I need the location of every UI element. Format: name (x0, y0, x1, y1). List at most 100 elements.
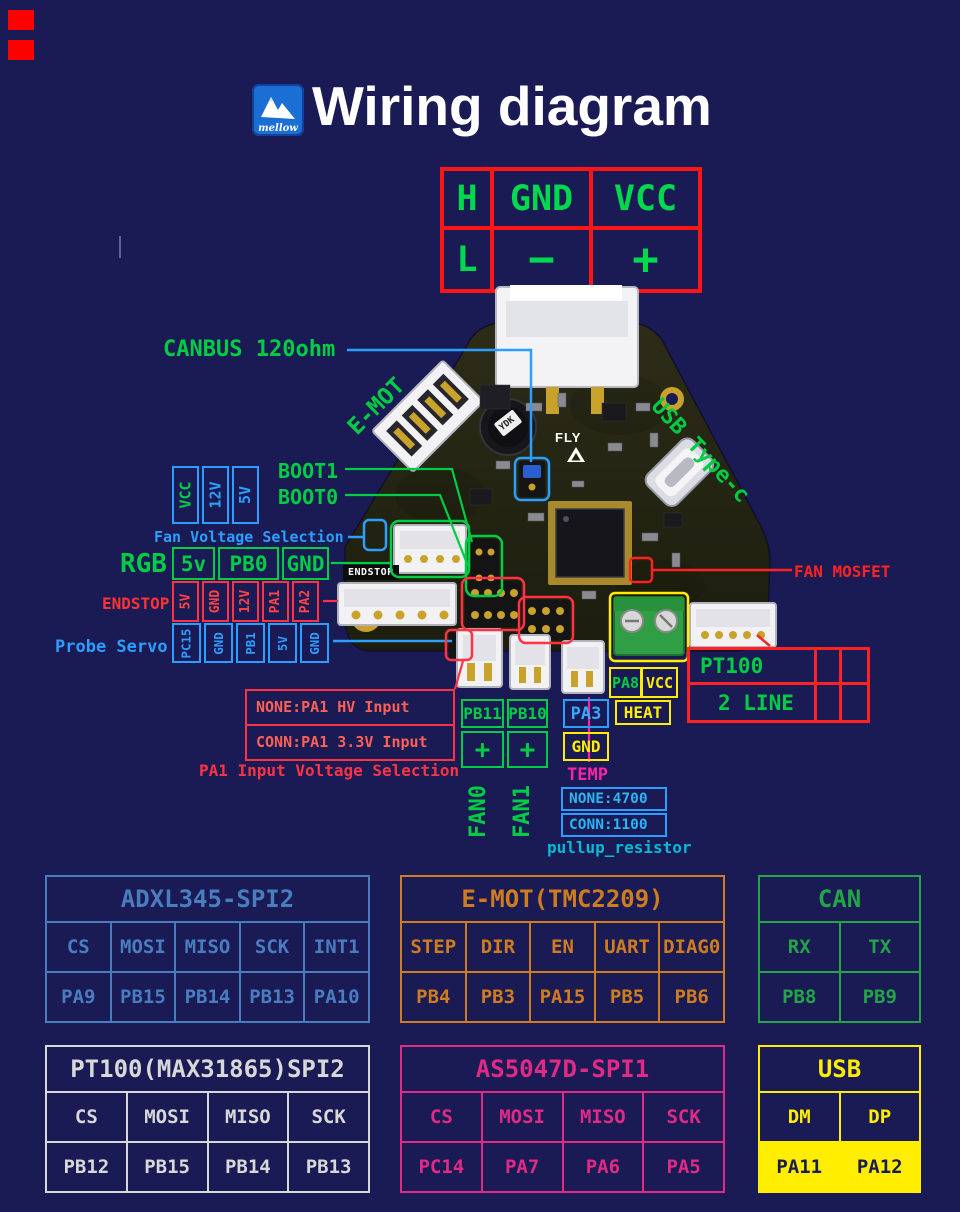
pullup-caption: pullup_resistor (547, 838, 692, 857)
pt100-table: PT100 2 LINE (687, 647, 870, 723)
legend-cell: + (632, 234, 659, 285)
fan-voltage-option: 12V (202, 466, 229, 524)
fan1-plus: + (507, 731, 548, 768)
boot1-label: BOOT1 (278, 459, 339, 483)
board-silk-endstop: ENDSTOP (343, 565, 399, 580)
temp-label: TEMP (567, 765, 608, 785)
table-title: ADXL345-SPI2 (45, 875, 370, 923)
table-value-cell: PA6 (563, 1143, 645, 1193)
logo-text: mellow (258, 123, 298, 134)
mcu-chip (548, 501, 632, 585)
table-value-cell: PA12 (840, 1143, 921, 1193)
table-header-cell: STEP (402, 923, 467, 973)
legend-cell: VCC (593, 171, 698, 230)
endstop-pin: 5V (172, 581, 199, 622)
table-value-cell: PB14 (176, 973, 241, 1023)
pt100-cell (842, 650, 867, 685)
canbus-jumper (519, 461, 545, 497)
heater-terminal (613, 596, 685, 656)
pullup-option: CONN:1100 (561, 813, 667, 837)
rgb-label: RGB (120, 549, 167, 579)
legend-cell: − (494, 230, 593, 289)
table-header-cell: MISO (208, 1093, 290, 1143)
table-title: E-MOT(TMC2209) (400, 875, 725, 923)
endstop-label: ENDSTOP (102, 594, 170, 613)
probe-servo-pin: PC15 (172, 623, 201, 663)
tick-mark (119, 236, 121, 258)
table-value-cell: PB12 (47, 1143, 128, 1193)
usb-c-connector (644, 437, 715, 507)
rgb-pin: PB0 (218, 547, 279, 580)
table-header-cell: MISO (563, 1093, 645, 1143)
table-header-cell: MOSI (127, 1093, 209, 1143)
legend-cell: L (444, 230, 494, 289)
table-header-cell: SCK (289, 1093, 370, 1143)
table-header-cell: CS (47, 1093, 128, 1143)
table-header-cell: MOSI (482, 1093, 564, 1143)
table-header-cell: EN (531, 923, 596, 973)
table-header-cell: TX (840, 923, 921, 973)
endstop-pin: PA2 (292, 581, 319, 622)
rgb-pin: GND (282, 547, 329, 580)
table-title: AS5047D-SPI1 (400, 1045, 725, 1093)
fan-mosfet-label: FAN MOSFET (794, 562, 891, 581)
table-value-cell: PB6 (660, 973, 725, 1023)
table-header-cell: DM (760, 1093, 841, 1143)
table-header-cell: MISO (176, 923, 241, 973)
table-value-cell: PA10 (305, 973, 370, 1023)
table-header-cell: RX (760, 923, 841, 973)
table-header-cell: SCK (644, 1093, 725, 1143)
table-title: USB (758, 1045, 921, 1093)
heater-vcc: VCC (641, 667, 678, 698)
fan0-plus: + (461, 731, 504, 768)
pa1-option: NONE:PA1 HV Input (256, 698, 410, 716)
table-header-cell: CS (402, 1093, 483, 1143)
table-header-cell: CS (47, 923, 112, 973)
table-value-cell: PB4 (402, 973, 467, 1023)
can-port-connector (495, 285, 639, 414)
table-header-cell: INT1 (305, 923, 370, 973)
endstop-pin: PA1 (262, 581, 289, 622)
table-header-cell: DIR (466, 923, 532, 973)
table-value-cell: PA7 (482, 1143, 564, 1193)
fan-voltage-caption: Fan Voltage Selection (154, 528, 344, 546)
table-value-cell: PB9 (840, 973, 921, 1023)
thermistor-connector (561, 640, 605, 694)
pa1-selection-caption: PA1 Input Voltage Selection (199, 761, 460, 780)
table-header-cell: DIAG0 (660, 923, 725, 973)
probe-servo-pin: GND (204, 623, 233, 663)
fan1-connector (509, 634, 551, 690)
table-header-cell: UART (595, 923, 661, 973)
pt100-cell (817, 650, 842, 685)
fan1-label: FAN1 (510, 785, 535, 838)
table-value-cell: PB13 (289, 1143, 370, 1193)
legend-cell: GND (494, 171, 593, 230)
table-value-cell: PB3 (466, 973, 532, 1023)
table-header-cell: SCK (240, 923, 306, 973)
fan-voltage-option: VCC (172, 466, 199, 524)
thermistor-gnd: GND (563, 732, 609, 761)
table-value-cell: PB15 (111, 973, 177, 1023)
probe-servo-label: Probe Servo (55, 637, 168, 657)
heater-pa8: PA8 (609, 667, 642, 698)
table-value-cell: PB5 (595, 973, 661, 1023)
table-value-cell: PB15 (127, 1143, 209, 1193)
mountain-icon (261, 97, 295, 119)
probe-servo-pin: GND (300, 623, 329, 663)
table-value-cell: PB8 (760, 973, 841, 1023)
table-value-cell: PA5 (644, 1143, 725, 1193)
page-title: Wiring diagram (312, 75, 712, 137)
pt100-title: PT100 (690, 650, 817, 685)
pt100-subtitle: 2 LINE (690, 685, 817, 720)
